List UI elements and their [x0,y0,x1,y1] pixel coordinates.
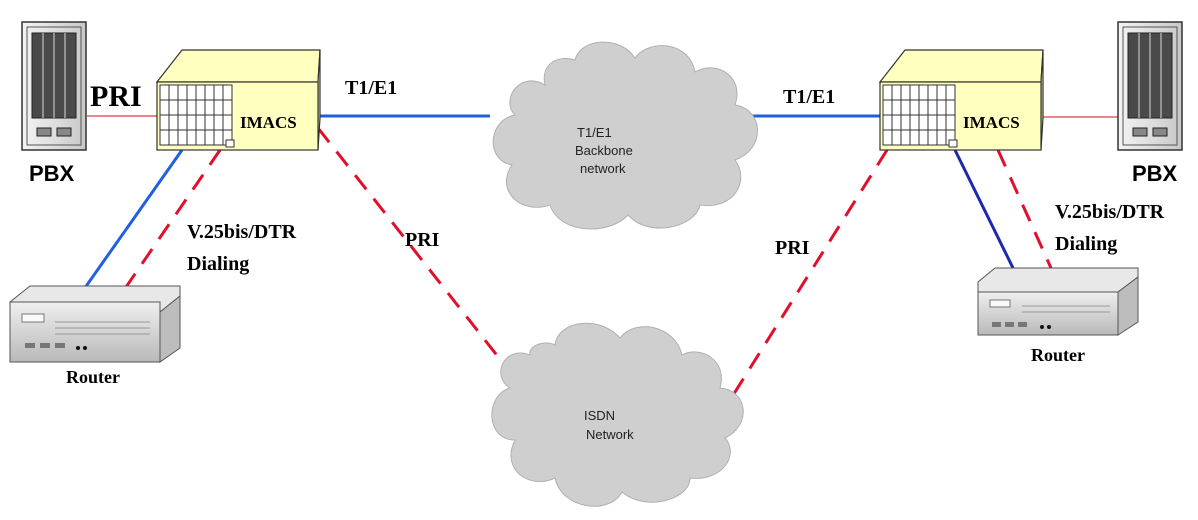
router-left-label: Router [66,367,120,387]
links [80,114,1120,401]
isdn-cloud-line2: Network [586,427,634,442]
backbone-cloud-line2: Backbone [575,143,633,158]
imacs-right-label: IMACS [963,113,1020,132]
backbone-cloud: T1/E1 Backbone network [492,41,758,230]
imacs-right-cards [882,84,956,146]
pri-left-isdn-link [316,127,505,364]
pbx-left-label: PBX [29,161,75,186]
pri-left-pbx-label: PRI [90,80,142,113]
t1e1-right-label: T1/E1 [783,86,835,108]
t1e1-left-label: T1/E1 [345,77,397,99]
dialing-right-link [996,149,1053,269]
dialing-right-label-line1: V.25bis/DTR [1055,201,1165,223]
pri-right-isdn-link [728,149,889,401]
router-right-label: Router [1031,345,1085,365]
pbx-left: PBX [21,21,87,186]
router-left-link [80,149,184,293]
imacs-left-label: IMACS [240,113,297,132]
pbx-right: PBX [1117,21,1183,186]
pri-left-isdn-label: PRI [405,229,440,251]
dialing-right-label-line2: Dialing [1055,233,1117,255]
pbx-right-label: PBX [1132,161,1178,186]
router-right: Router [977,267,1139,365]
imacs-left-cards [159,84,233,146]
imacs-left: IMACS [155,49,321,151]
router-right-link [953,149,1015,269]
imacs-right: IMACS [878,49,1044,151]
isdn-cloud-line1: ISDN [584,408,615,423]
backbone-cloud-line3: network [580,161,626,176]
router-left: Router [9,285,181,387]
dialing-left-label-line1: V.25bis/DTR [187,221,297,243]
isdn-cloud: ISDN Network [491,322,744,507]
backbone-cloud-line1: T1/E1 [577,125,612,140]
dialing-left-label-line2: Dialing [187,253,249,275]
pri-right-isdn-label: PRI [775,237,810,259]
